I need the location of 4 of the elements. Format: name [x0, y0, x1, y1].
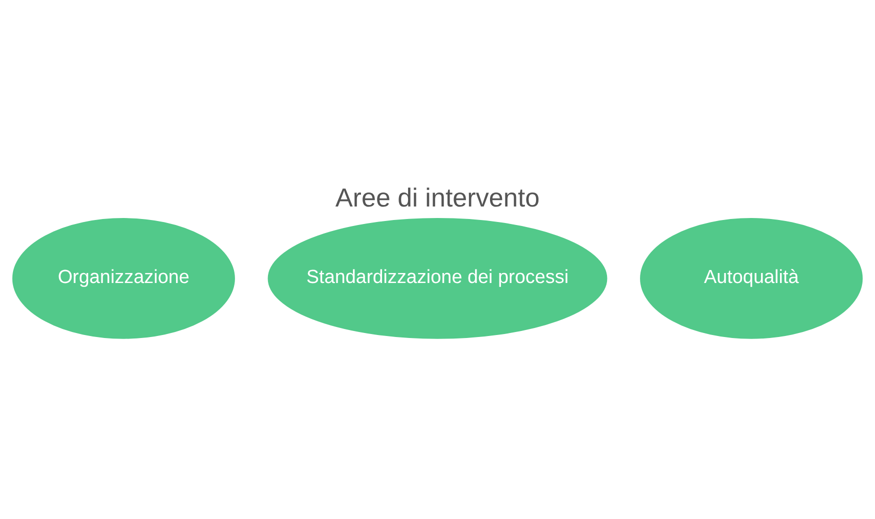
node-ellipse: Organizzazione [12, 218, 235, 339]
diagram-title: Aree di intervento [335, 182, 540, 212]
node-ellipse: Autoqualità [640, 218, 863, 339]
node-ellipse: Standardizzazione dei processi [268, 218, 608, 339]
